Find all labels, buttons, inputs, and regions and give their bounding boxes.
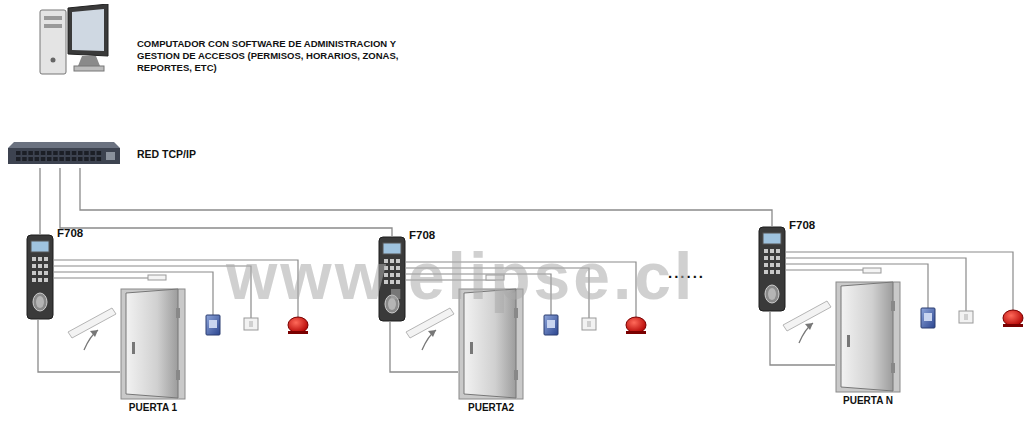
computer-icon [38,4,110,78]
reader-node: F708 [758,226,786,312]
fingerprint-reader [758,226,786,312]
reader-node: F708 [26,234,54,320]
door-node: PUERTA 1 [120,288,186,412]
door-node: PUERTA N [835,281,901,405]
fingerprint-reader [26,234,54,320]
network-cable [390,322,458,372]
door [120,288,186,400]
network-switch [8,142,122,166]
door-label: PUERTA 1 [129,402,177,413]
door-label: PUERTA N [843,395,893,406]
network-cable [770,312,835,365]
watermark: www.elipse.cl [226,238,695,314]
door [835,281,901,393]
network-cable [80,168,772,226]
network-cable [39,168,40,234]
device-model: F708 [57,227,83,239]
network-cable [60,168,392,236]
computer-node: COMPUTADOR CON SOFTWARE DE ADMINISTRACIO… [38,4,458,79]
door-label: PUERTA2 [468,402,514,413]
computer-caption: COMPUTADOR CON SOFTWARE DE ADMINISTRACIO… [137,38,437,74]
switch-node: RED TCP/IP [8,140,228,168]
network-label: RED TCP/IP [137,148,196,160]
network-cable [38,320,120,372]
device-model: F708 [789,219,815,231]
